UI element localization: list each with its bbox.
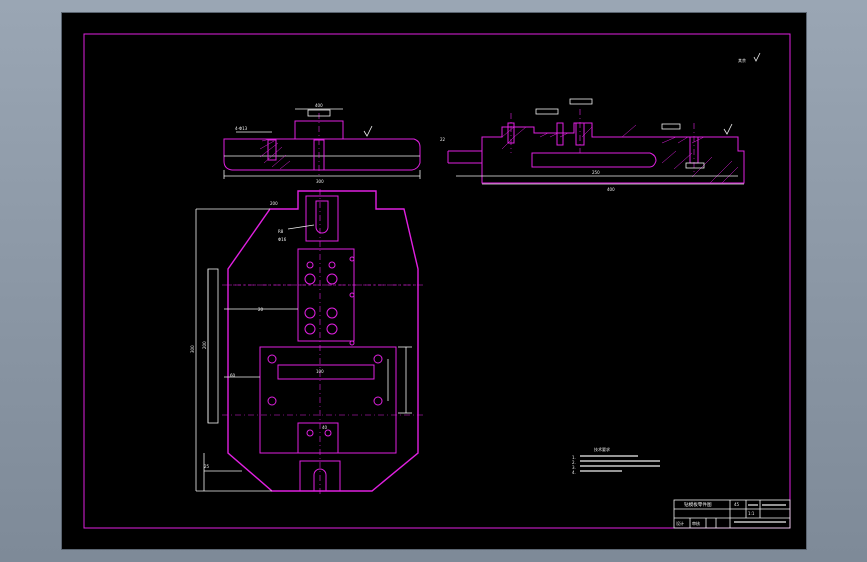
svg-text:250: 250 bbox=[592, 170, 600, 175]
svg-text:设计: 设计 bbox=[676, 520, 684, 526]
svg-text:60: 60 bbox=[230, 373, 236, 378]
cad-drawing-viewport[interactable]: 其余 400 300 4-Φ13 bbox=[61, 12, 807, 550]
drawing-frame bbox=[83, 33, 791, 529]
svg-text:400: 400 bbox=[315, 103, 323, 108]
svg-text:3.: 3. bbox=[572, 465, 576, 470]
front-view: 400 300 4-Φ13 bbox=[223, 103, 421, 184]
cad-drawing: 其余 400 300 4-Φ13 bbox=[62, 13, 806, 549]
svg-text:40: 40 bbox=[322, 425, 328, 430]
svg-text:300: 300 bbox=[316, 179, 324, 184]
roughness-note: 其余 bbox=[738, 57, 746, 63]
svg-text:22: 22 bbox=[440, 137, 446, 142]
svg-text:钻模板零件图: 钻模板零件图 bbox=[684, 501, 712, 508]
drawing-border-outer bbox=[62, 13, 806, 549]
svg-text:2.: 2. bbox=[572, 460, 576, 465]
roughness-symbol bbox=[753, 52, 761, 62]
section-view: 400 250 22 bbox=[440, 98, 745, 192]
top-view: 300 200 25 R8 Φ16 200 20 100 60 40 bbox=[190, 189, 424, 497]
svg-text:300: 300 bbox=[190, 345, 195, 353]
svg-text:25: 25 bbox=[204, 464, 210, 469]
svg-text:100: 100 bbox=[316, 369, 324, 374]
svg-text:1:1: 1:1 bbox=[748, 511, 755, 516]
svg-text:400: 400 bbox=[607, 187, 615, 192]
svg-text:审核: 审核 bbox=[692, 520, 700, 526]
svg-text:1.: 1. bbox=[572, 455, 576, 460]
title-block: 钻模板零件图 45 1:1 设计 审核 bbox=[673, 499, 791, 529]
svg-text:4-Φ13: 4-Φ13 bbox=[235, 126, 248, 131]
svg-text:R8: R8 bbox=[278, 229, 284, 234]
svg-text:200: 200 bbox=[270, 201, 278, 206]
svg-text:技术要求: 技术要求 bbox=[594, 446, 610, 452]
svg-text:45: 45 bbox=[734, 502, 740, 507]
svg-text:200: 200 bbox=[202, 341, 207, 349]
tech-requirements: 技术要求 1. 2. 3. 4. bbox=[572, 446, 660, 475]
svg-text:4.: 4. bbox=[572, 470, 576, 475]
svg-text:Φ16: Φ16 bbox=[278, 237, 287, 242]
svg-text:20: 20 bbox=[258, 307, 264, 312]
